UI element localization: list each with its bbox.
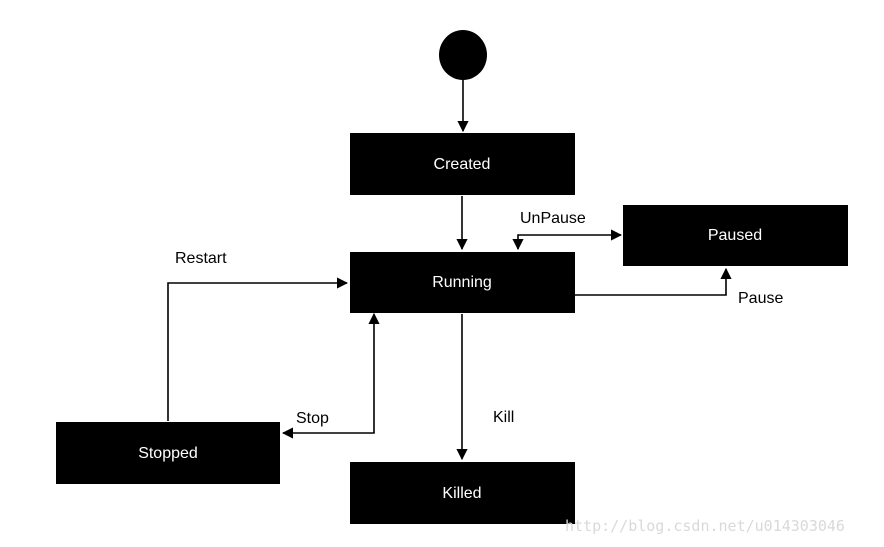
edge-running-to-paused	[575, 267, 732, 296]
state-killed-label: Killed	[442, 485, 481, 502]
state-running-label: Running	[432, 274, 492, 291]
edge-label-pause: Pause	[738, 290, 783, 307]
edge-label-stop: Stop	[296, 410, 329, 427]
edge-running-to-stopped	[281, 312, 380, 439]
state-stopped: Stopped	[56, 422, 280, 484]
edge-label-restart: Restart	[175, 250, 227, 267]
state-created-label: Created	[434, 156, 491, 173]
edge-label-unpause: UnPause	[520, 210, 586, 227]
edge-stopped-to-running	[167, 277, 349, 421]
edge-paused-to-running	[512, 229, 623, 251]
state-running: Running	[350, 252, 575, 313]
state-stopped-label: Stopped	[138, 445, 198, 462]
state-paused: Paused	[623, 205, 848, 266]
state-paused-label: Paused	[708, 227, 762, 244]
edge-label-kill: Kill	[493, 409, 514, 426]
initial-state-node	[439, 30, 487, 80]
state-created: Created	[350, 133, 575, 195]
state-killed: Killed	[350, 462, 575, 524]
watermark-text: http://blog.csdn.net/u014303046	[565, 517, 845, 535]
